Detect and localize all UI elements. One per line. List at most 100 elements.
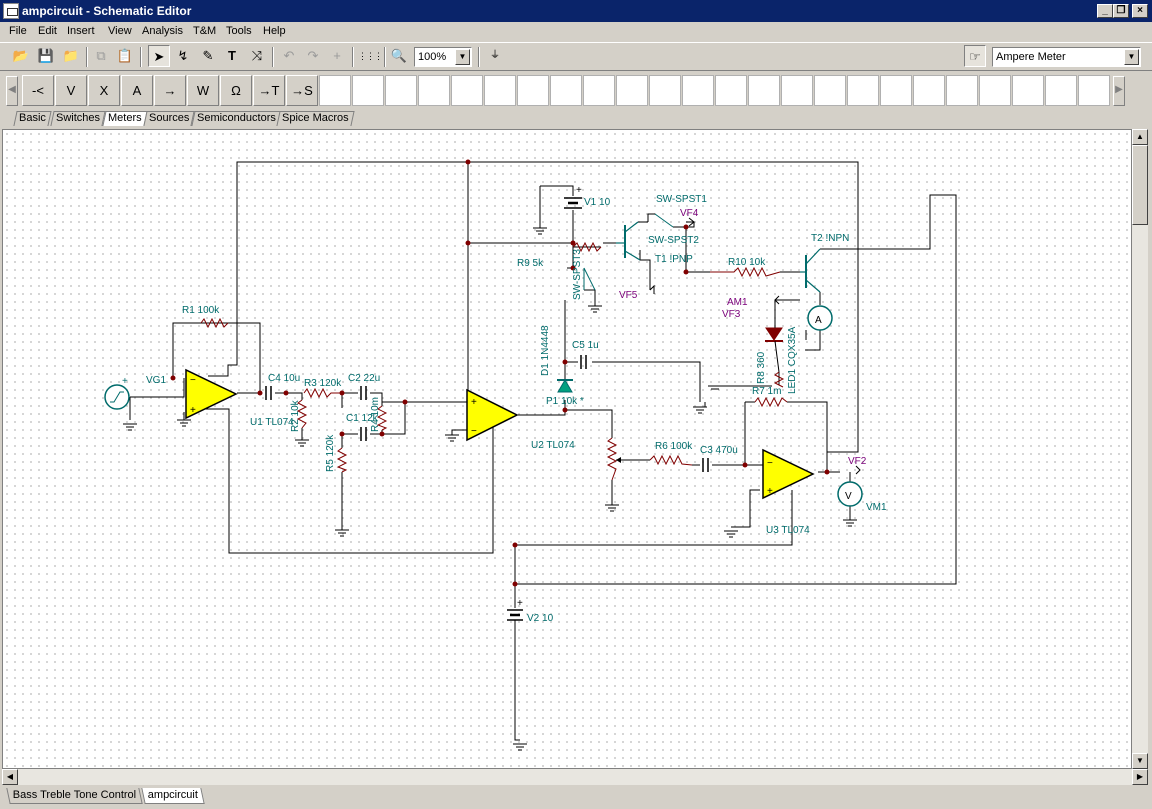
toolbar-separator — [140, 47, 142, 67]
palette-empty-slot[interactable] — [748, 75, 780, 106]
copy-icon[interactable]: ⧉ — [96, 48, 106, 63]
tab-switches[interactable]: Switches — [50, 111, 106, 126]
palette-empty-slot[interactable] — [616, 75, 648, 106]
palette-empty-slot[interactable] — [484, 75, 516, 106]
grid-icon[interactable]: ⋮⋮⋮ — [358, 51, 383, 61]
transistor-t2[interactable] — [800, 248, 821, 293]
restore-button[interactable]: ❐ — [1113, 4, 1129, 18]
to-t-icon[interactable]: →T — [253, 75, 285, 106]
to-s-icon[interactable]: →S — [286, 75, 318, 106]
palette-empty-slot[interactable] — [880, 75, 912, 106]
palette-empty-slot[interactable] — [385, 75, 417, 106]
chevron-down-icon[interactable]: ▼ — [455, 49, 470, 65]
palette-empty-slot[interactable] — [583, 75, 615, 106]
scroll-down-icon[interactable]: ▼ — [1132, 753, 1148, 769]
scroll-left-icon[interactable]: ◀ — [2, 769, 18, 785]
cross-probe-icon[interactable]: X — [88, 75, 120, 106]
schematic-canvas[interactable]: − + + − − + + — [2, 129, 1132, 769]
menu-tm[interactable]: T&M — [193, 25, 217, 37]
menu-tools[interactable]: Tools — [226, 25, 252, 37]
ohmmeter-icon[interactable]: Ω — [220, 75, 252, 106]
transistor-t1[interactable] — [616, 221, 641, 261]
menu-analysis[interactable]: Analysis — [142, 25, 183, 37]
horizontal-scrollbar[interactable]: ◀ ▶ — [2, 769, 1148, 785]
palette-empty-slot[interactable] — [649, 75, 681, 106]
mirror-tool-icon[interactable]: ⤨ — [251, 48, 263, 63]
menu-view[interactable]: View — [108, 25, 132, 37]
palette-empty-slot[interactable] — [1045, 75, 1077, 106]
paste-icon[interactable]: 📋 — [116, 48, 134, 63]
select-arrow-icon[interactable]: ➤ — [148, 45, 170, 67]
menu-file[interactable]: File — [9, 25, 27, 37]
palette-empty-slot[interactable] — [418, 75, 450, 106]
palette-empty-slot[interactable] — [814, 75, 846, 106]
palette-empty-slot[interactable] — [781, 75, 813, 106]
vertical-scroll-thumb[interactable] — [1132, 145, 1148, 225]
voltmeter-vm1[interactable]: V — [837, 481, 863, 507]
palette-empty-slot[interactable] — [550, 75, 582, 106]
menu-edit[interactable]: Edit — [38, 25, 57, 37]
junction-icon[interactable]: + — [333, 48, 341, 63]
palette-empty-slot[interactable] — [1078, 75, 1110, 106]
save-icon[interactable]: 💾 — [37, 48, 55, 63]
open-folder-icon[interactable]: 📂 — [12, 48, 30, 63]
pencil-icon[interactable]: ✎ — [202, 48, 214, 63]
palette-empty-slot[interactable] — [682, 75, 714, 106]
wattmeter-icon[interactable]: W — [187, 75, 219, 106]
voltmeter-icon[interactable]: V — [55, 75, 87, 106]
schematic-drawing[interactable]: − + + − − + + — [3, 130, 1131, 768]
palette-empty-slot[interactable] — [979, 75, 1011, 106]
redo-icon[interactable]: ↷ — [307, 48, 319, 63]
opamp-u3[interactable]: − + — [762, 448, 815, 500]
wire-tool-icon[interactable]: ↯ — [177, 48, 189, 63]
scroll-right-icon[interactable]: ▶ — [1132, 769, 1148, 785]
vertical-scrollbar[interactable]: ▲ ▼ — [1132, 129, 1148, 769]
tab-semiconductors[interactable]: Semiconductors — [191, 111, 282, 126]
component-select[interactable]: Ampere Meter ▼ — [992, 47, 1141, 67]
palette-empty-slot[interactable] — [946, 75, 978, 106]
tab-ampcircuit[interactable]: ampcircuit — [141, 788, 205, 804]
palette-empty-slot[interactable] — [352, 75, 384, 106]
palette-empty-slot[interactable] — [1012, 75, 1044, 106]
battery-v2[interactable] — [507, 609, 523, 621]
text-tool-icon[interactable]: T — [228, 48, 236, 63]
palette-empty-slot[interactable] — [715, 75, 747, 106]
menu-help[interactable]: Help — [263, 25, 286, 37]
voltage-pin-icon[interactable]: -< — [22, 75, 54, 106]
resistor-probe-icon[interactable]: ⏚ — [490, 50, 500, 61]
tab-sources[interactable]: Sources — [143, 111, 195, 126]
diode-d1[interactable] — [557, 379, 573, 393]
menu-insert[interactable]: Insert — [67, 25, 95, 37]
signal-generator-vg1[interactable] — [104, 384, 130, 410]
tab-spice-macros[interactable]: Spice Macros — [276, 111, 355, 126]
tab-meters[interactable]: Meters — [102, 111, 148, 126]
zoom-icon[interactable]: 🔍 — [390, 48, 408, 63]
minimize-button[interactable]: _ — [1097, 4, 1113, 18]
palette-scroll-left[interactable]: ◀ — [6, 76, 18, 106]
battery-v1[interactable] — [564, 197, 582, 209]
open-file-icon[interactable]: 📁 — [62, 48, 80, 63]
chevron-down-icon[interactable]: ▼ — [1124, 49, 1139, 65]
zoom-select[interactable]: 100% ▼ — [414, 47, 472, 67]
switch-sw-spst3[interactable] — [583, 267, 596, 291]
ammeter-am1[interactable]: A — [807, 305, 833, 331]
palette-empty-slot[interactable] — [913, 75, 945, 106]
current-arrow-icon[interactable]: → — [154, 75, 186, 106]
led-led1[interactable] — [765, 320, 783, 373]
tab-basic[interactable]: Basic — [13, 111, 52, 126]
palette-empty-slot[interactable] — [517, 75, 549, 106]
palette-empty-slot[interactable] — [319, 75, 351, 106]
ammeter-icon[interactable]: A — [121, 75, 153, 106]
palette-scroll-right[interactable]: ▶ — [1113, 76, 1125, 106]
scroll-up-icon[interactable]: ▲ — [1132, 129, 1148, 145]
opamp-u1[interactable]: − + — [185, 368, 238, 420]
switch-sw-spst1[interactable] — [654, 213, 674, 228]
tab-bass-treble-tone-control[interactable]: Bass Treble Tone Control — [6, 788, 144, 804]
close-button[interactable]: × — [1132, 4, 1148, 18]
palette-empty-slot[interactable] — [847, 75, 879, 106]
place-component-icon[interactable]: ☞ — [964, 45, 986, 67]
palette-empty-slot[interactable] — [451, 75, 483, 106]
undo-icon[interactable]: ↶ — [283, 48, 295, 63]
opamp-u2[interactable]: + − — [466, 388, 519, 442]
app-icon[interactable] — [3, 3, 19, 19]
